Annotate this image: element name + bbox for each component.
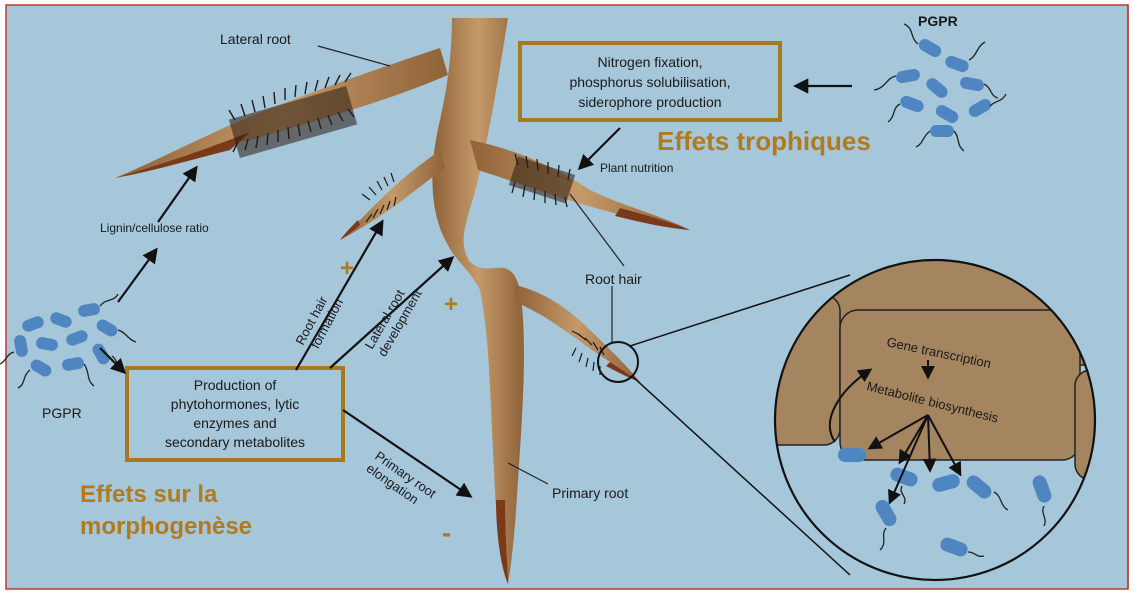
primary-root-label: Primary root [552, 485, 628, 501]
trophic-effects-heading: Effets trophiques [657, 126, 871, 156]
svg-text:Nitrogen fixation,: Nitrogen fixation, [597, 54, 702, 70]
svg-text:Production of: Production of [194, 377, 277, 393]
svg-text:enzymes and: enzymes and [193, 415, 276, 431]
lignin-cellulose-label: Lignin/cellulose ratio [100, 221, 209, 235]
svg-text:phosphorus solubilisation,: phosphorus solubilisation, [569, 74, 730, 90]
plus-lateral-root: + [444, 291, 458, 318]
lateral-root-label: Lateral root [220, 31, 291, 47]
pgpr-top-label: PGPR [918, 13, 958, 29]
svg-text:phytohormones, lytic: phytohormones, lytic [171, 396, 299, 412]
production-box: Production of phytohormones, lytic enzym… [127, 368, 343, 460]
pgpr-left-label: PGPR [42, 405, 82, 421]
svg-text:secondary metabolites: secondary metabolites [165, 434, 305, 450]
trophic-effects-box: Nitrogen fixation, phosphorus solubilisa… [520, 43, 780, 120]
morphogenesis-heading-line2: morphogenèse [80, 513, 252, 540]
plus-root-hair: + [340, 255, 354, 282]
minus-primary-root: - [442, 517, 451, 548]
root-hair-label: Root hair [585, 271, 642, 287]
svg-text:siderophore production: siderophore production [578, 94, 721, 110]
plant-nutrition-label: Plant nutrition [600, 161, 673, 175]
morphogenesis-heading-line1: Effets sur la [80, 481, 218, 508]
